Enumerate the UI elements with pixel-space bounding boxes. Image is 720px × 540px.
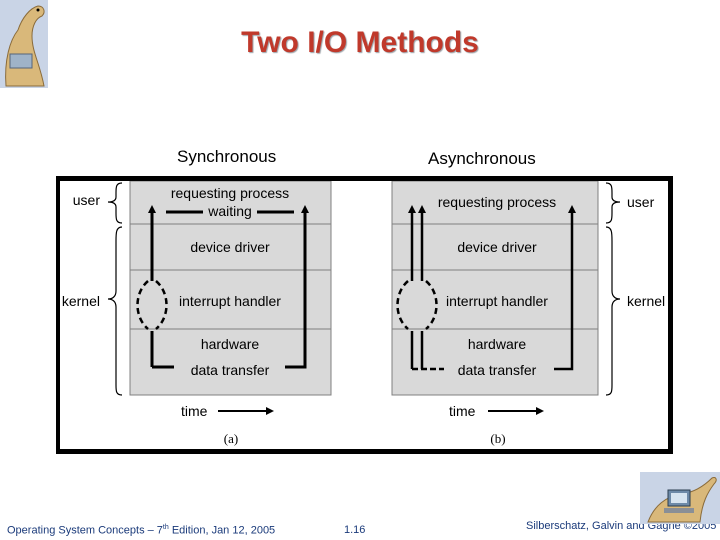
panel-a-dashed-right bbox=[155, 280, 168, 330]
panel-a-kernel-label: kernel bbox=[62, 293, 100, 309]
io-methods-diagram: requesting process waiting device driver… bbox=[62, 181, 665, 446]
panel-a-user-label: user bbox=[73, 192, 101, 208]
panel-b-data-transfer: data transfer bbox=[458, 362, 537, 378]
panel-a-dashed-left bbox=[136, 280, 149, 330]
panel-b-device-driver: device driver bbox=[457, 239, 537, 255]
footer-book-title-sup: th bbox=[162, 524, 169, 531]
panel-b-dashed-left bbox=[396, 280, 409, 330]
panel-a-time-label: time bbox=[181, 403, 208, 419]
panel-a-data-transfer: data transfer bbox=[191, 362, 270, 378]
panel-b-kernel-label: kernel bbox=[627, 293, 665, 309]
panel-a-interrupt-handler: interrupt handler bbox=[179, 293, 281, 309]
panel-b-interrupt-handler: interrupt handler bbox=[446, 293, 548, 309]
slide-title: Two I/O Methods bbox=[241, 26, 479, 59]
panel-a-waiting: waiting bbox=[207, 203, 252, 219]
panel-b-kernel-brace bbox=[605, 226, 621, 396]
asynchronous-label: Asynchronous bbox=[428, 149, 536, 168]
panel-a-up-arrow bbox=[285, 205, 309, 369]
panel-a-hardware: hardware bbox=[201, 336, 260, 352]
panel-a-user-brace bbox=[107, 182, 123, 224]
footer-book-title-main: Operating System Concepts – 7 bbox=[7, 524, 163, 537]
panel-b-user-label: user bbox=[627, 194, 655, 210]
panel-b: requesting process device driver interru… bbox=[391, 181, 665, 446]
footer-book-title: Operating System Concepts – 7th Edition,… bbox=[7, 524, 275, 537]
panel-b-requesting-process: requesting process bbox=[438, 194, 556, 210]
footer-page-number: 1.16 bbox=[344, 524, 366, 536]
panel-a-device-driver: device driver bbox=[190, 239, 270, 255]
panel-b-up-arrow bbox=[554, 205, 576, 371]
panel-a-box bbox=[129, 181, 332, 396]
dinosaur-computer-icon bbox=[640, 472, 720, 524]
dinosaur-logo-icon bbox=[0, 0, 48, 88]
panel-b-hardware: hardware bbox=[468, 336, 527, 352]
footer-book-title-tail: Edition, Jan 12, 2005 bbox=[168, 524, 276, 537]
panel-b-time-label: time bbox=[449, 403, 476, 419]
panel-a-kernel-brace bbox=[107, 226, 123, 396]
panel-a-caption: (a) bbox=[224, 431, 238, 446]
panel-b-user-brace bbox=[605, 182, 621, 224]
panel-b-caption: (b) bbox=[490, 431, 505, 446]
panel-b-dashed-right bbox=[425, 280, 438, 330]
panel-b-box bbox=[391, 181, 599, 396]
synchronous-label: Synchronous bbox=[177, 147, 277, 166]
panel-a: requesting process waiting device driver… bbox=[62, 181, 332, 446]
panel-a-requesting-process: requesting process bbox=[171, 185, 289, 201]
